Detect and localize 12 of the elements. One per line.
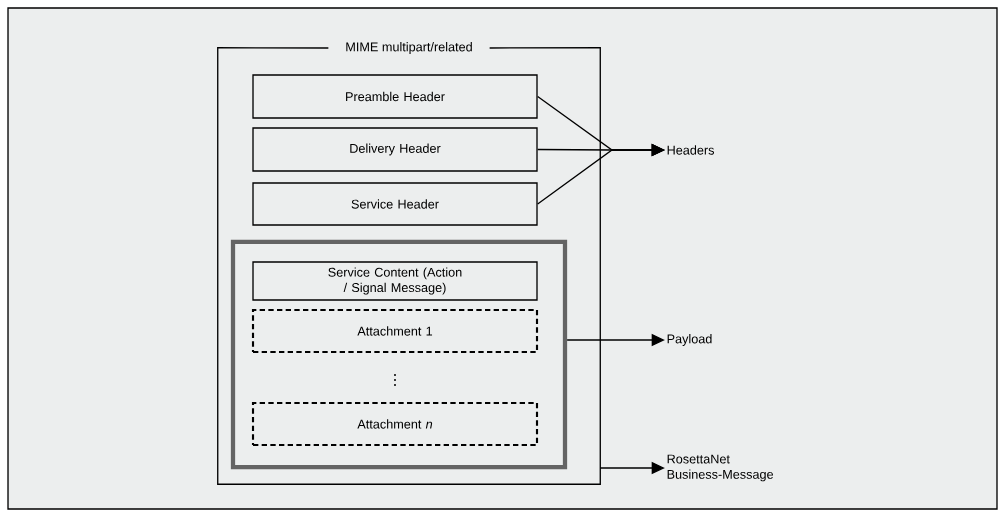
payload-box [230,239,568,470]
ellipsis-mark: ⋮ [394,374,396,386]
attachment-box: Attachment n [251,401,539,447]
header-box: Service Header [252,182,538,226]
arrow [537,143,665,205]
output-label: Payload [667,334,712,346]
output-label: Headers [667,145,714,155]
output-label: RosettaNet Business-Message [667,454,774,482]
header-box: Delivery Header [252,127,538,172]
content-box: Service Content (Action / Signal Message) [252,261,538,301]
attachment-box: Attachment 1 [251,308,539,354]
header-box: Preamble Header [252,74,538,119]
